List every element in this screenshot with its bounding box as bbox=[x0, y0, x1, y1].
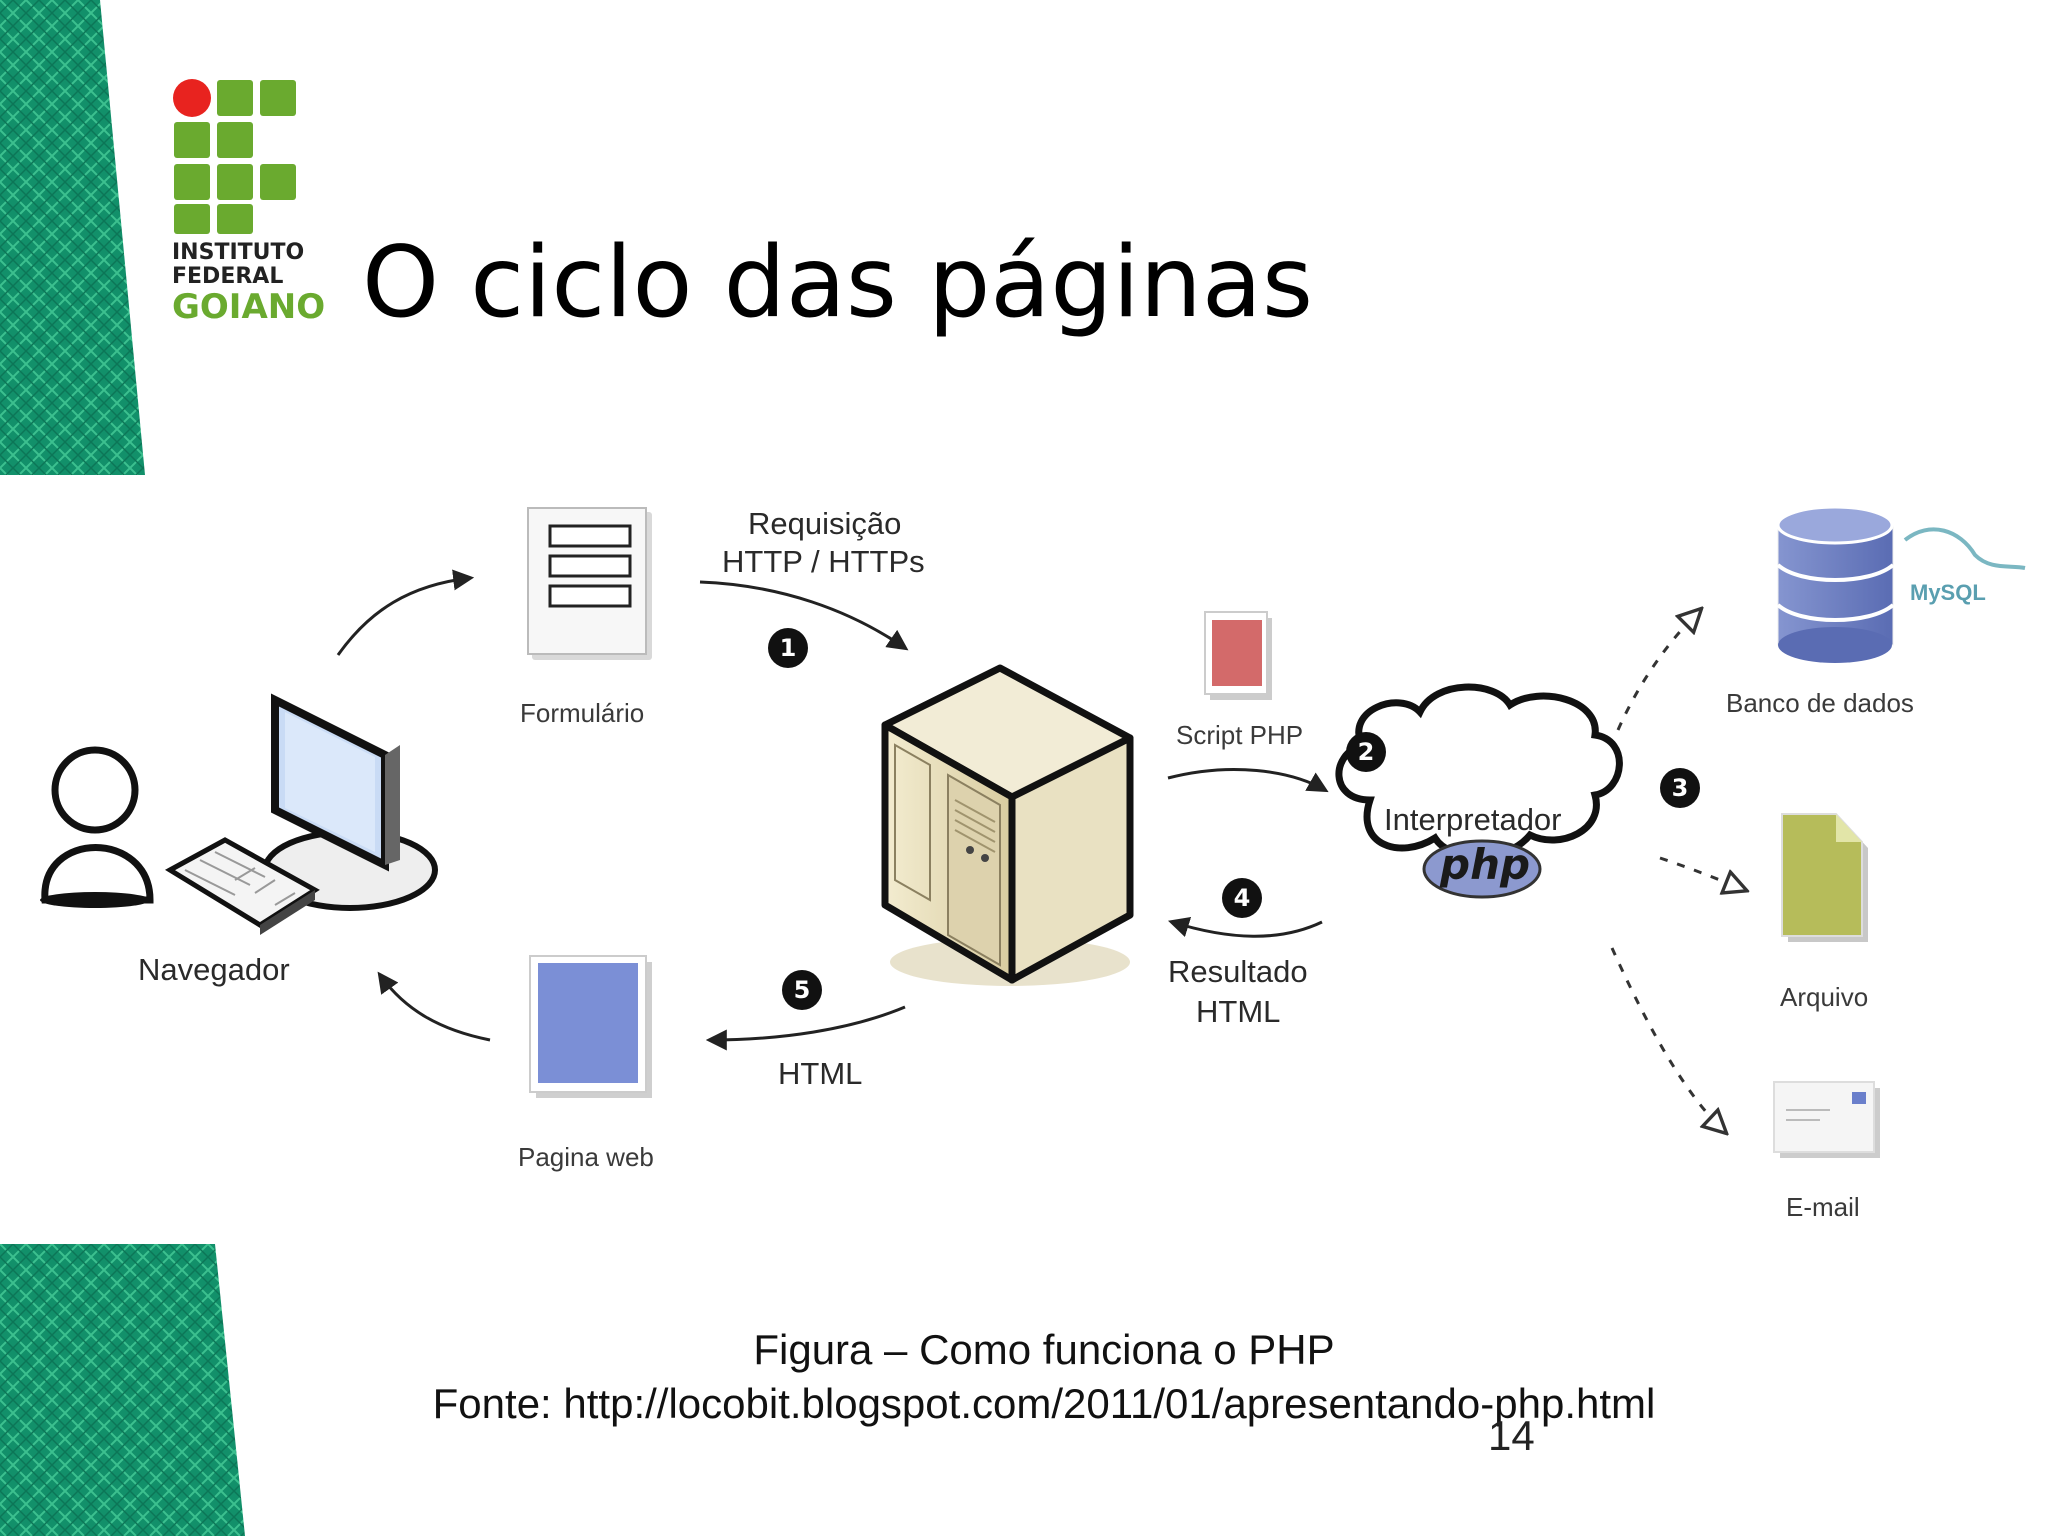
arrow-to-browser bbox=[377, 971, 491, 1042]
figure-source: Fonte: http://locobit.blogspot.com/2011/… bbox=[432, 1380, 1656, 1427]
logo-line-3: GOIANO bbox=[172, 287, 326, 327]
mysql-logo-text: MySQL bbox=[1910, 580, 1986, 605]
step-4-badge: 4 bbox=[1222, 878, 1262, 918]
monitor-icon bbox=[262, 693, 438, 911]
arrow-to-file bbox=[1659, 856, 1745, 890]
step-1-badge: 1 bbox=[768, 628, 808, 668]
script-php-icon bbox=[1204, 611, 1272, 700]
database-label: Banco de dados bbox=[1726, 688, 1914, 718]
page-number: 14 bbox=[1488, 1412, 1535, 1459]
user-icon bbox=[40, 746, 154, 908]
file-label: Arquivo bbox=[1780, 982, 1869, 1012]
step-2-badge: 2 bbox=[1346, 732, 1386, 772]
keyboard-icon bbox=[165, 837, 320, 935]
page-title: O ciclo das páginas bbox=[362, 226, 1314, 340]
webpage-icon bbox=[529, 955, 652, 1098]
request-label-line1: Requisição bbox=[748, 506, 902, 541]
bottom-left-pattern bbox=[0, 1244, 245, 1536]
figure-caption: Figura – Como funciona o PHP bbox=[753, 1326, 1335, 1373]
top-left-pattern bbox=[0, 0, 145, 475]
arrow-to-interpreter bbox=[1167, 768, 1329, 793]
email-label: E-mail bbox=[1786, 1192, 1860, 1222]
arrow-html bbox=[705, 1005, 906, 1051]
arrows bbox=[336, 569, 1329, 1051]
request-label-line2: HTTP / HTTPs bbox=[722, 544, 925, 579]
interpreter-cloud-icon bbox=[1335, 683, 1623, 899]
logo-line-2: FEDERAL bbox=[172, 264, 284, 289]
email-icon bbox=[1773, 1081, 1880, 1158]
arrow-to-email bbox=[1610, 947, 1725, 1132]
database-icon bbox=[1776, 505, 1895, 663]
step-5-badge: 5 bbox=[782, 970, 822, 1010]
file-icon bbox=[1781, 813, 1868, 942]
arrow-to-database bbox=[1616, 610, 1700, 731]
script-php-label: Script PHP bbox=[1176, 720, 1304, 750]
browser-label: Navegador bbox=[138, 952, 290, 987]
logo-line-1: INSTITUTO bbox=[172, 240, 305, 265]
form-label: Formulário bbox=[520, 698, 645, 728]
arrow-result bbox=[1167, 916, 1323, 938]
result-label-line1: Resultado bbox=[1168, 954, 1308, 989]
arrow-request bbox=[699, 580, 909, 651]
php-logo-text: php bbox=[1440, 840, 1531, 889]
form-icon bbox=[527, 507, 652, 660]
step-3-badge: 3 bbox=[1660, 768, 1700, 808]
interpreter-label: Interpretador bbox=[1384, 802, 1562, 837]
server-icon bbox=[881, 664, 1134, 986]
webpage-label: Pagina web bbox=[518, 1142, 654, 1172]
html-label: HTML bbox=[778, 1056, 863, 1091]
arrow-browser-to-form bbox=[336, 569, 475, 656]
dashed-arrows bbox=[1610, 610, 1745, 1132]
mysql-dolphin-icon bbox=[1903, 527, 2026, 570]
institute-logo bbox=[173, 79, 296, 234]
result-label-line2: HTML bbox=[1196, 994, 1281, 1029]
